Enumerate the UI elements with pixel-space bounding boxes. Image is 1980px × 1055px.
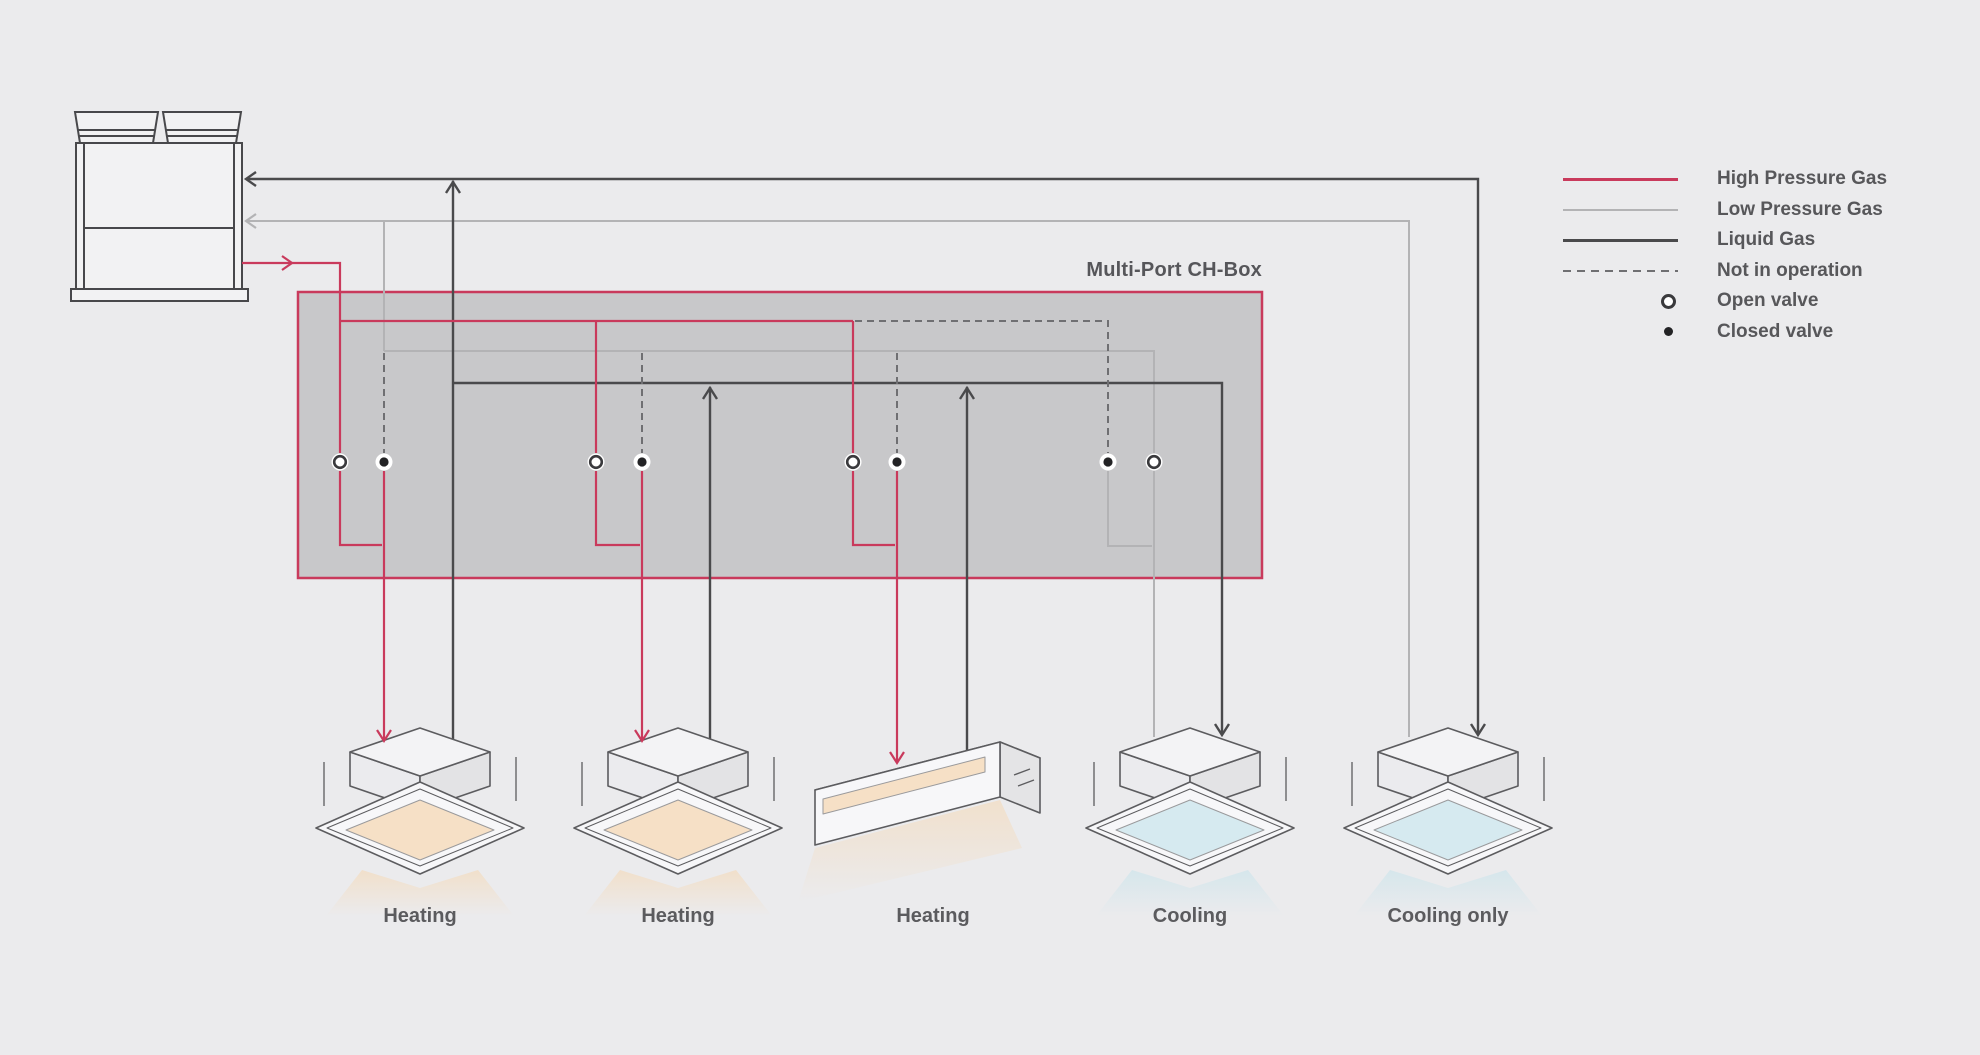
indoor-unit-5-cassette-cooling <box>1343 727 1553 875</box>
low-pressure-line-swatch <box>1563 208 1678 211</box>
unit-glows <box>326 800 1542 916</box>
high-pressure-line-swatch <box>1563 177 1678 181</box>
legend-label: Closed valve <box>1717 320 1834 342</box>
high-pressure-gas-lines <box>242 261 899 761</box>
unit-1-mode-label: Heating <box>383 905 457 927</box>
valves <box>331 453 1163 471</box>
arrow-liquid-up-unit1 <box>444 179 462 194</box>
dashed-line-swatch <box>1563 269 1678 272</box>
arrow-lowpressure-into-outdoor <box>244 213 257 229</box>
liquid-gas-lines <box>246 177 1480 765</box>
open-valve-port3 <box>844 453 862 471</box>
open-valve-icon <box>1563 293 1678 309</box>
arrow-liquid-into-outdoor <box>243 171 257 187</box>
arrow-highpressure-down-unit3 <box>889 751 905 766</box>
outdoor-fan-right <box>161 111 243 144</box>
indoor-unit-1-cassette-heating <box>315 727 525 875</box>
arrow-highpressure-down-unit1 <box>376 729 392 744</box>
closed-valve-port4 <box>1099 453 1117 471</box>
closed-valve-port1 <box>375 453 393 471</box>
legend-item-open-valve: Open valve <box>1563 286 1943 317</box>
closed-valve-icon <box>1563 327 1678 337</box>
legend-label: High Pressure Gas <box>1717 168 1888 190</box>
unit-4-mode-label: Cooling <box>1152 905 1228 927</box>
indoor-unit-4-cassette-cooling <box>1085 727 1295 875</box>
arrow-liquid-down-unit5 <box>1469 723 1487 738</box>
unit-3-mode-label: Heating <box>896 905 970 927</box>
outdoor-unit <box>70 111 249 302</box>
outdoor-unit-body <box>75 142 243 290</box>
flow-arrows <box>243 171 1487 766</box>
open-valve-port4 <box>1145 453 1163 471</box>
open-valve-port1 <box>331 453 349 471</box>
legend-label: Open valve <box>1717 290 1819 312</box>
legend-label: Low Pressure Gas <box>1717 198 1883 220</box>
not-in-operation-lines <box>383 320 1109 453</box>
liquid-line-swatch <box>1563 238 1678 242</box>
outdoor-fan-left <box>73 111 160 144</box>
arrow-liquid-up-unit2 <box>701 385 719 400</box>
low-pressure-gas-lines <box>246 220 1410 737</box>
legend: High Pressure Gas Low Pressure Gas Liqui… <box>1563 164 1943 347</box>
unit-2-mode-label: Heating <box>641 905 715 927</box>
legend-item-high-pressure: High Pressure Gas <box>1563 164 1943 195</box>
arrow-highpressure-out <box>281 255 294 271</box>
indoor-unit-2-cassette-heating <box>573 727 783 875</box>
arrow-highpressure-down-unit2 <box>634 729 650 744</box>
closed-valve-port3 <box>888 453 906 471</box>
arrow-liquid-down-unit4 <box>1213 723 1231 738</box>
arrow-liquid-up-unit3 <box>958 385 976 400</box>
legend-item-liquid: Liquid Gas <box>1563 225 1943 256</box>
outdoor-unit-base <box>70 288 249 302</box>
legend-label: Liquid Gas <box>1717 229 1816 251</box>
closed-valve-port2 <box>633 453 651 471</box>
ch-box <box>296 290 1264 580</box>
legend-item-low-pressure: Low Pressure Gas <box>1563 195 1943 226</box>
open-valve-port2 <box>587 453 605 471</box>
indoor-unit-3-ducted-heating <box>814 741 1041 846</box>
legend-item-not-in-operation: Not in operation <box>1563 256 1943 287</box>
legend-item-closed-valve: Closed valve <box>1563 317 1943 348</box>
unit-5-mode-label: Cooling only <box>1387 905 1509 927</box>
legend-label: Not in operation <box>1717 259 1863 281</box>
chbox-title: Multi-Port CH-Box <box>1086 259 1262 281</box>
